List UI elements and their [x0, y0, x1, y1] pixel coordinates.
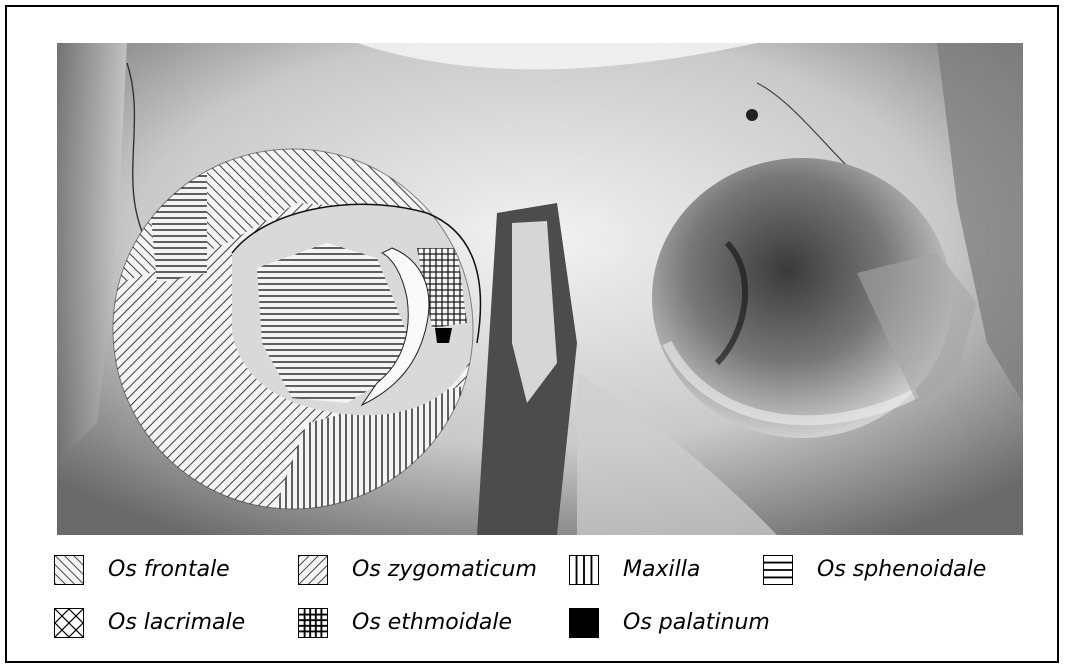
legend-label: Os frontale [108, 559, 230, 581]
legend-label: Os zygomaticum [352, 559, 537, 581]
legend-item-maxilla: Maxilla [569, 552, 700, 588]
grid-swatch-icon [298, 608, 328, 638]
horizontal-hatch-swatch-icon [763, 555, 793, 585]
legend-label: Os palatinum [623, 612, 770, 634]
figure-frame: Os frontale Os zygomaticum Maxilla [5, 5, 1059, 663]
legend-label: Os ethmoidale [352, 612, 512, 634]
legend-item-palatinum: Os palatinum [569, 605, 770, 641]
reverse-diagonal-hatch-swatch-icon [298, 555, 328, 585]
diagonal-hatch-swatch-icon [54, 555, 84, 585]
legend-item-sphenoidale: Os sphenoidale [763, 552, 986, 588]
legend-label: Os lacrimale [108, 612, 245, 634]
legend-label: Maxilla [623, 559, 700, 581]
supraorbital-foramen [746, 109, 758, 121]
legend-label: Os sphenoidale [817, 559, 986, 581]
cross-hatch-swatch-icon [54, 608, 84, 638]
legend-item-frontale: Os frontale [54, 552, 230, 588]
solid-swatch-icon [569, 608, 599, 638]
skull-orbit-illustration [57, 43, 1023, 535]
legend-item-zygomaticum: Os zygomaticum [298, 552, 537, 588]
legend-item-ethmoidale: Os ethmoidale [298, 605, 512, 641]
legend-item-lacrimale: Os lacrimale [54, 605, 245, 641]
vertical-hatch-swatch-icon [569, 555, 599, 585]
skull-orbit-drawing [57, 43, 1023, 535]
